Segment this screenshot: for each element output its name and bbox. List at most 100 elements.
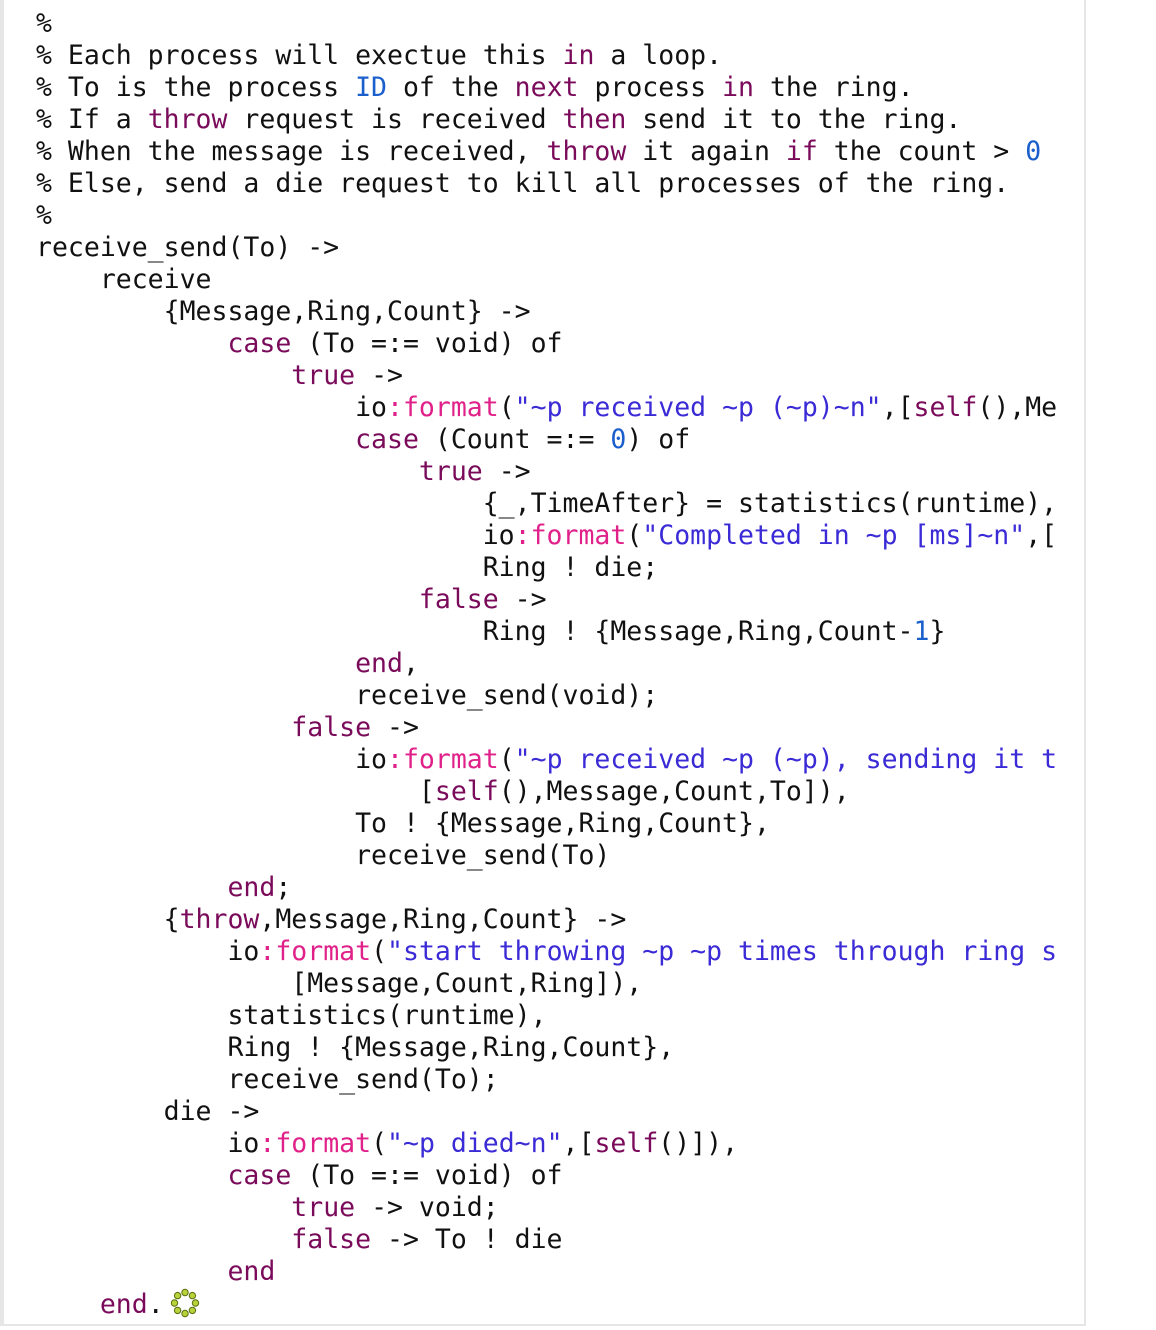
code-token-plain: receive	[36, 264, 212, 295]
code-line[interactable]: {throw,Message,Ring,Count} ->	[36, 904, 1057, 936]
code-line[interactable]: [self(),Message,Count,To]),	[36, 776, 1057, 808]
code-token-blue: ID	[355, 72, 388, 103]
code-token-kw: if	[785, 136, 818, 167]
code-line[interactable]: end,	[36, 648, 1057, 680]
code-line[interactable]: io:format("~p died~n",[self()]),	[36, 1128, 1057, 1160]
code-token-plain: io	[36, 744, 387, 775]
code-line[interactable]: io:format("start throwing ~p ~p times th…	[36, 936, 1057, 968]
code-editor[interactable]: %% Each process will exectue this in a l…	[0, 0, 1086, 1326]
code-line[interactable]: true -> void;	[36, 1192, 1057, 1224]
code-token-blue: 0	[610, 424, 627, 455]
code-line[interactable]: % To is the process ID of the next proce…	[36, 72, 1057, 104]
code-line[interactable]: receive_send(To) ->	[36, 232, 1057, 264]
code-token-plain	[36, 1289, 100, 1320]
code-token-comment: %	[36, 8, 52, 39]
code-line[interactable]: Ring ! {Message,Ring,Count-1}	[36, 616, 1057, 648]
code-line[interactable]: {_,TimeAfter} = statistics(runtime),	[36, 488, 1057, 520]
code-token-fn: :format	[387, 392, 499, 423]
code-token-plain: {_,TimeAfter} = statistics(runtime),	[36, 488, 1058, 519]
code-token-plain: die ->	[36, 1096, 260, 1127]
code-token-plain: ,[	[1025, 520, 1058, 551]
code-token-kw: throw	[546, 136, 627, 167]
code-line[interactable]: io:format("~p received ~p (~p), sending …	[36, 744, 1057, 776]
code-line[interactable]: end;	[36, 872, 1057, 904]
code-token-plain: io	[36, 1128, 260, 1159]
code-line[interactable]: % Each process will exectue this in a lo…	[36, 40, 1057, 72]
code-line[interactable]: case (Count =:= 0) of	[36, 424, 1057, 456]
code-line[interactable]: case (To =:= void) of	[36, 1160, 1057, 1192]
code-line[interactable]: % If a throw request is received then se…	[36, 104, 1057, 136]
code-line[interactable]: true ->	[36, 360, 1057, 392]
code-token-plain: (To =:= void) of	[291, 328, 563, 359]
code-token-kw: throw	[179, 904, 260, 935]
code-line[interactable]: io:format("Completed in ~p [ms]~n",[	[36, 520, 1057, 552]
code-token-kw: end	[355, 648, 403, 679]
code-line[interactable]: statistics(runtime),	[36, 1000, 1057, 1032]
code-token-plain	[36, 1256, 227, 1287]
code-token-plain	[36, 360, 291, 391]
code-token-plain: Ring ! {Message,Ring,Count-	[36, 616, 914, 647]
code-token-plain: Ring ! die;	[36, 552, 659, 583]
code-token-comment: % When the message is received,	[36, 136, 547, 167]
code-line[interactable]: [Message,Count,Ring]),	[36, 968, 1057, 1000]
code-line[interactable]: % Else, send a die request to kill all p…	[36, 168, 1057, 200]
code-token-kw: next	[514, 72, 579, 103]
code-line[interactable]: To ! {Message,Ring,Count},	[36, 808, 1057, 840]
code-token-comment: of the	[387, 72, 515, 103]
code-token-plain	[36, 712, 291, 743]
code-token-comment: send it to the ring.	[626, 104, 962, 135]
code-token-kw: then	[562, 104, 627, 135]
code-token-plain: (	[626, 520, 643, 551]
code-token-str: "~p received ~p (~p)~n"	[514, 392, 882, 423]
code-line[interactable]: Ring ! die;	[36, 552, 1057, 584]
code-line[interactable]: receive_send(To)	[36, 840, 1057, 872]
code-line[interactable]: Ring ! {Message,Ring,Count},	[36, 1032, 1057, 1064]
code-line[interactable]: false ->	[36, 584, 1057, 616]
code-token-plain: (	[498, 392, 515, 423]
code-token-plain	[36, 1160, 227, 1191]
code-token-plain: receive_send(void);	[36, 680, 659, 711]
code-token-plain: io	[36, 520, 515, 551]
code-line[interactable]: io:format("~p received ~p (~p)~n",[self(…	[36, 392, 1057, 424]
code-token-comment: % Else, send a die request to kill all p…	[36, 168, 1010, 199]
code-line[interactable]: % When the message is received, throw it…	[36, 136, 1057, 168]
code-token-comment: request is received	[227, 104, 563, 135]
code-token-plain: io	[36, 392, 387, 423]
code-token-plain: (	[498, 744, 515, 775]
code-line[interactable]: receive_send(To);	[36, 1064, 1057, 1096]
code-line[interactable]: die ->	[36, 1096, 1057, 1128]
code-line[interactable]: {Message,Ring,Count} ->	[36, 296, 1057, 328]
code-token-comment: the ring.	[754, 72, 914, 103]
code-block[interactable]: %% Each process will exectue this in a l…	[36, 8, 1057, 1320]
code-token-kw: in	[562, 40, 595, 71]
code-token-plain: [Message,Count,Ring]),	[36, 968, 643, 999]
code-line[interactable]: end.	[36, 1288, 1057, 1320]
code-token-blue: 0	[1025, 136, 1042, 167]
code-token-kw: false	[418, 584, 499, 615]
code-line[interactable]: %	[36, 8, 1057, 40]
code-token-plain	[36, 424, 355, 455]
code-token-plain: ,[	[881, 392, 914, 423]
code-line[interactable]: false ->	[36, 712, 1057, 744]
code-line[interactable]: %	[36, 200, 1057, 232]
code-token-plain: (	[371, 936, 388, 967]
code-token-kw: self	[594, 1128, 659, 1159]
code-line[interactable]: true ->	[36, 456, 1057, 488]
code-token-fn: :format	[259, 1128, 372, 1159]
code-token-plain: (),Me	[977, 392, 1058, 423]
code-line[interactable]: false -> To ! die	[36, 1224, 1057, 1256]
code-token-kw: true	[418, 456, 483, 487]
code-line[interactable]: receive_send(void);	[36, 680, 1057, 712]
code-line[interactable]: end	[36, 1256, 1057, 1288]
gear-icon[interactable]	[170, 1288, 200, 1318]
code-line[interactable]: case (To =:= void) of	[36, 328, 1057, 360]
code-token-plain: ->	[371, 712, 419, 743]
code-token-kw: in	[722, 72, 754, 103]
code-token-kw: true	[291, 360, 356, 391]
code-line[interactable]: receive	[36, 264, 1057, 296]
code-token-plain: receive_send(To)	[36, 840, 611, 871]
code-token-fn: :format	[514, 520, 627, 551]
code-token-plain: {Message,Ring,Count} ->	[36, 296, 531, 327]
code-token-plain: -> void;	[355, 1192, 499, 1223]
code-token-plain: ;	[275, 872, 292, 903]
